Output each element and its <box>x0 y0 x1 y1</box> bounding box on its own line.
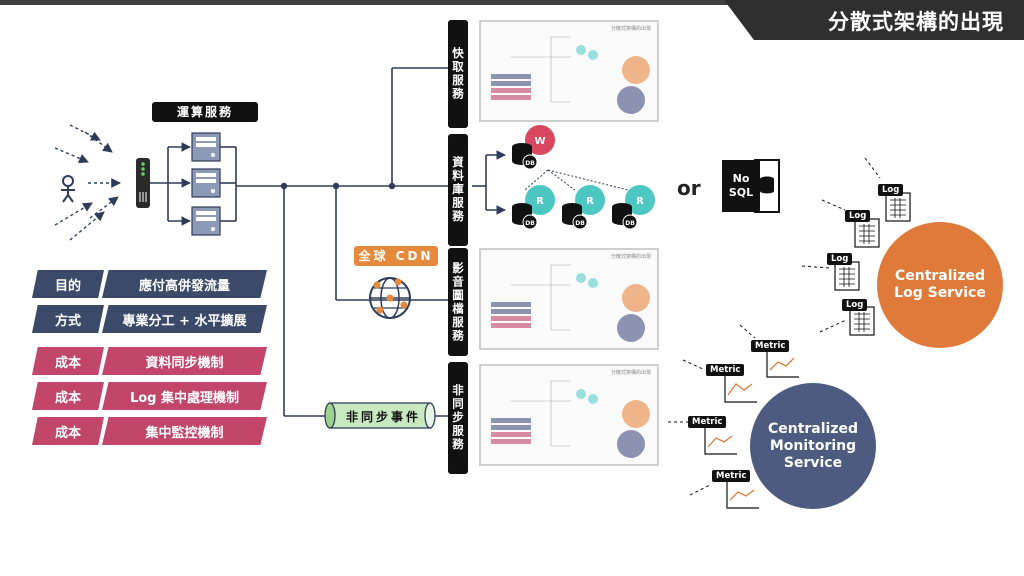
legend-value: 資料同步機制 <box>102 347 267 375</box>
legend-value: 專業分工 + 水平擴展 <box>102 305 267 333</box>
server-icon-3 <box>191 206 221 236</box>
title-banner <box>724 0 1024 40</box>
async-event-tube <box>324 402 436 429</box>
centralized-monitoring-service: Centralized Monitoring Service <box>750 383 876 509</box>
legend-value: 集中監控機制 <box>102 417 267 445</box>
legend-key: 方式 <box>32 305 104 333</box>
nosql-line1: No <box>732 172 750 185</box>
nosql-line2: SQL <box>728 186 754 199</box>
metric-tag: Metric <box>706 364 745 376</box>
legend-row: 成本 Log 集中處理機制 <box>32 382 272 410</box>
metric-charts <box>704 349 799 509</box>
metric-tag: Metric <box>751 340 790 352</box>
db-read-node-1 <box>512 185 555 230</box>
legend-key: 成本 <box>32 347 104 375</box>
legend-key: 成本 <box>32 417 104 445</box>
service-label-async: 非同步服務 <box>448 362 468 474</box>
nosql-label: No SQL <box>722 160 760 212</box>
legend-key: 目的 <box>32 270 104 298</box>
thumbnail-sketch <box>491 264 650 342</box>
db-text: DB <box>625 220 635 227</box>
diagram-thumbnail: 分散式架構的出現 <box>479 20 659 122</box>
user-icon <box>61 175 75 203</box>
log-tag: Log <box>878 184 904 196</box>
legend-key: 成本 <box>32 382 104 410</box>
db-read-tag: R <box>636 196 644 207</box>
metric-tag: Metric <box>712 470 751 482</box>
legend-row: 目的 應付高併發流量 <box>32 270 272 298</box>
diagram-thumbnail: 分散式架構的出現 <box>479 248 659 350</box>
cdn-label: 全球 CDN <box>354 246 438 266</box>
db-text: DB <box>575 220 585 227</box>
centralized-log-service: Centralized Log Service <box>877 222 1003 348</box>
thumbnail-sketch <box>491 380 650 458</box>
service-label-media: 影音圖檔服務 <box>448 248 468 356</box>
legend-value: 應付高併發流量 <box>102 270 267 298</box>
log-documents <box>834 192 911 336</box>
db-read-tag: R <box>586 196 594 207</box>
cdn-globe-icon <box>369 277 411 319</box>
load-balancer-icon <box>136 158 150 208</box>
replication-lines <box>524 169 629 191</box>
thumbnail-title: 分散式架構的出現 <box>610 254 651 260</box>
diagram-thumbnail: 分散式架構的出現 <box>479 364 659 466</box>
db-text: DB <box>525 160 535 167</box>
db-text: DB <box>525 220 535 227</box>
legend-row: 成本 資料同步機制 <box>32 347 272 375</box>
server-icon-1 <box>191 132 221 162</box>
thumbnail-title: 分散式架構的出現 <box>610 26 651 32</box>
service-label-database: 資料庫服務 <box>448 134 468 246</box>
nosql-door-icon <box>754 159 780 213</box>
page-title: 分散式架構的出現 <box>828 10 1004 34</box>
thumbnail-sketch <box>491 36 650 114</box>
incoming-requests <box>54 124 121 241</box>
db-read-node-2 <box>562 185 605 230</box>
server-icon-2 <box>191 168 221 198</box>
top-border <box>0 0 1024 5</box>
log-tag: Log <box>845 210 871 222</box>
service-label-cache: 快取服務 <box>448 20 468 128</box>
legend-row: 成本 集中監控機制 <box>32 417 272 445</box>
thumbnail-title: 分散式架構的出現 <box>610 370 651 376</box>
metric-tag: Metric <box>688 416 727 428</box>
db-write-tag: W <box>534 136 545 147</box>
log-tag: Log <box>827 253 853 265</box>
async-event-label: 非同步事件 <box>346 410 422 424</box>
db-read-tag: R <box>536 196 544 207</box>
compute-service-label: 運算服務 <box>152 102 258 122</box>
or-label: or <box>677 176 701 200</box>
log-tag: Log <box>842 299 868 311</box>
db-write-node <box>512 125 555 170</box>
legend-value: Log 集中處理機制 <box>102 382 267 410</box>
legend-row: 方式 專業分工 + 水平擴展 <box>32 305 272 333</box>
db-read-node-3 <box>612 185 655 230</box>
